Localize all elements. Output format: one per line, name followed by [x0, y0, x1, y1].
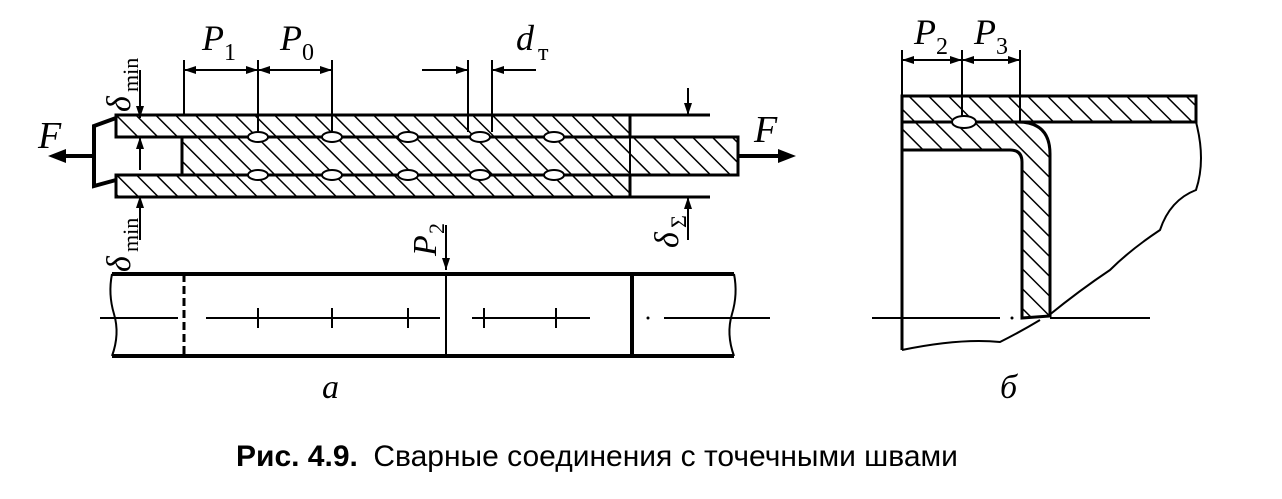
middle-plate [180, 135, 740, 177]
label-delta-min-bottom: δ [101, 255, 138, 272]
left-bracket [92, 116, 117, 189]
figure-caption: Рис. 4.9. Сварные соединения с точечными… [236, 440, 958, 473]
weld-nugget [321, 169, 343, 181]
label-p2-b-sub: 2 [936, 34, 948, 60]
plan-break-right [728, 273, 737, 357]
weld-nugget [247, 131, 269, 143]
dim-arrowhead [684, 103, 692, 115]
dim-arrowhead [136, 106, 144, 118]
dim-arrowhead [684, 197, 692, 209]
weld-nugget [543, 131, 565, 143]
weld-nugget [247, 169, 269, 181]
label-delta-min-top: δ [101, 95, 138, 112]
caption-number: Рис. 4.9. [236, 440, 358, 473]
dim-arrowhead [902, 56, 914, 64]
dim-arrowhead [492, 66, 504, 74]
center-dot [646, 316, 650, 320]
section-b [872, 50, 1202, 351]
label-dt: d [516, 18, 535, 58]
label-delta-min-bottom-sub: min [118, 218, 143, 252]
label-f-right: F [753, 109, 778, 151]
b-bottom-break [901, 319, 1041, 351]
weld-nugget [397, 131, 419, 143]
weld-nugget [397, 169, 419, 181]
dim-arrowhead [442, 258, 450, 270]
label-dt-sub: т [538, 40, 549, 66]
label-p3-b: P [973, 12, 996, 52]
label-p0-sub: 0 [302, 40, 314, 66]
dim-arrowhead [320, 66, 332, 74]
label-p2-a: P [407, 235, 444, 257]
b-top-plate [900, 94, 1198, 124]
weld-nugget [543, 169, 565, 181]
b-weld-nugget [951, 115, 977, 129]
force-arrow-right-head [778, 149, 796, 163]
weld-nuggets-bottom [247, 169, 565, 181]
label-delta-sigma: δ [649, 231, 686, 248]
dim-arrowhead [136, 137, 144, 149]
label-p1: P [201, 18, 224, 58]
label-p2-a-sub: 2 [424, 223, 449, 234]
label-delta-min-top-sub: min [118, 58, 143, 92]
weld-nugget [321, 131, 343, 143]
dim-arrowhead [962, 56, 974, 64]
plan-a [100, 272, 770, 358]
dim-arrowhead [950, 56, 962, 64]
weld-nuggets-top [247, 131, 565, 143]
force-arrow-left-head [48, 149, 66, 163]
weld-nugget [469, 169, 491, 181]
weld-nugget [469, 131, 491, 143]
b-right-break [1047, 121, 1202, 317]
dim-arrowhead [456, 66, 468, 74]
label-delta-sigma-sub: Σ [666, 215, 691, 228]
b-center-dot [1010, 316, 1014, 320]
plan-break-left [109, 273, 118, 357]
label-p3-b-sub: 3 [996, 34, 1008, 60]
label-f-left: F [37, 115, 62, 157]
section-a [48, 60, 796, 270]
dim-arrowhead [258, 66, 270, 74]
b-bent-plate [900, 120, 1052, 320]
bottom-plate [114, 173, 632, 199]
label-p0: P [279, 18, 302, 58]
label-part-a: а [322, 369, 339, 406]
label-p2-b: P [913, 12, 936, 52]
dim-arrowhead [184, 66, 196, 74]
caption-text: Сварные соединения с точечными швами [373, 440, 958, 473]
label-part-b: б [1000, 369, 1019, 406]
label-p1-sub: 1 [224, 40, 236, 66]
dim-arrowhead [246, 66, 258, 74]
dim-arrowhead [1008, 56, 1020, 64]
dim-arrowhead [136, 196, 144, 208]
